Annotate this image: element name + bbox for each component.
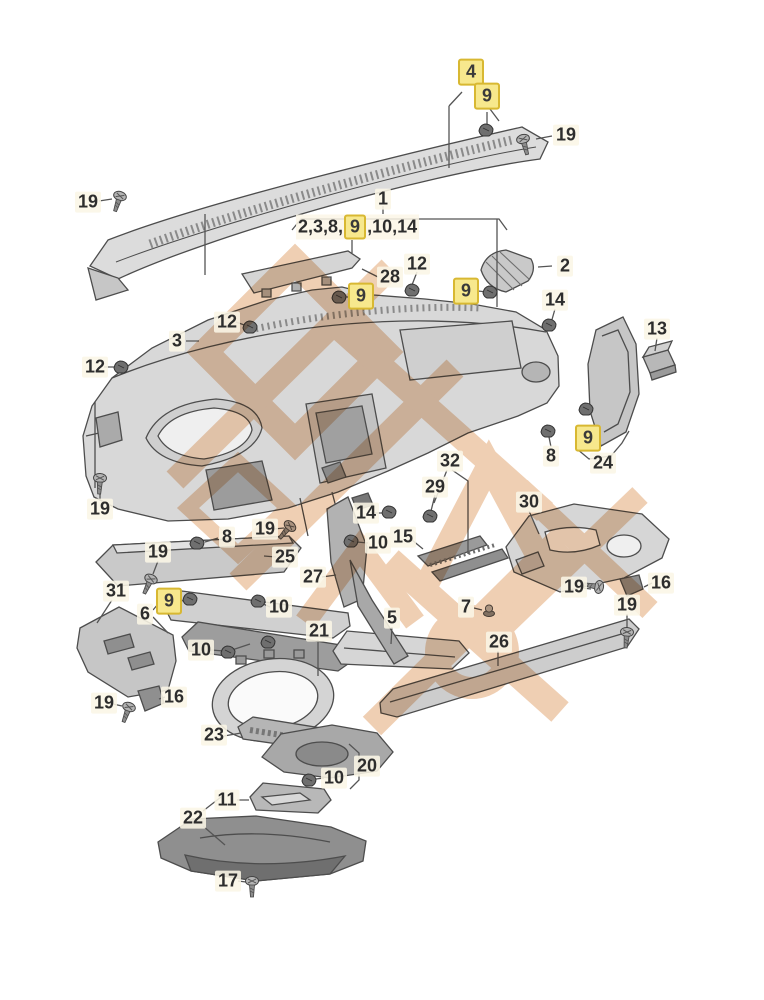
part-callout[interactable]: 19 <box>552 124 580 146</box>
part-callout[interactable]: 15 <box>389 526 417 548</box>
assembly-group-callout[interactable]: 1 <box>374 188 392 210</box>
part-callout[interactable]: 19 <box>74 191 102 213</box>
clip-glyph <box>189 536 205 550</box>
part-callout[interactable]: 31 <box>102 580 130 602</box>
part-callout[interactable]: 30 <box>515 491 543 513</box>
clip-glyph <box>540 424 556 438</box>
column-tray-part <box>249 782 332 814</box>
part-callout[interactable]: 26 <box>485 631 513 653</box>
part-callout[interactable]: 12 <box>81 356 109 378</box>
part-callout[interactable]: 5 <box>383 607 401 629</box>
clip-glyph <box>482 285 498 299</box>
clip-glyph <box>301 773 317 787</box>
part-callout[interactable]: 11 <box>214 789 240 811</box>
right-pillar-trim-part <box>587 316 640 447</box>
part-callout[interactable]: 19 <box>560 576 588 598</box>
part-callout[interactable]: 21 <box>305 620 333 642</box>
assembly-members-label[interactable]: 2,3,8, 9 ,10,14 <box>296 214 420 240</box>
part-callout[interactable]: 23 <box>200 724 228 746</box>
part-callout[interactable]: 29 <box>421 476 449 498</box>
part-callout[interactable]: 19 <box>90 692 118 714</box>
part-callout[interactable]: 28 <box>376 266 404 288</box>
part-callout[interactable]: 10 <box>187 639 215 661</box>
bezel-tabs <box>235 649 305 665</box>
part-callout[interactable]: 19 <box>613 594 641 616</box>
part-callout[interactable]: 32 <box>436 450 464 472</box>
clip-glyph <box>113 360 129 374</box>
part-callout-highlighted[interactable]: 9 <box>574 424 602 452</box>
part-callout[interactable]: 10 <box>364 532 392 554</box>
part-callout[interactable]: 16 <box>647 572 675 594</box>
part-callout[interactable]: 2 <box>556 255 574 277</box>
part-callout[interactable]: 10 <box>320 767 348 789</box>
cluster-bezel-part <box>211 657 335 743</box>
screw-glyph <box>116 700 138 725</box>
part-callout[interactable]: 16 <box>160 686 188 708</box>
part-callout-highlighted[interactable]: 4 <box>457 58 485 86</box>
clip-glyph <box>182 592 198 606</box>
part-callout[interactable]: 25 <box>271 546 299 568</box>
part-callout-highlighted[interactable]: 9 <box>473 82 501 110</box>
screw-glyph <box>108 189 129 214</box>
part-callout-highlighted[interactable]: 9 <box>344 214 367 240</box>
part-callout[interactable]: 19 <box>144 541 172 563</box>
bracket-part <box>641 340 677 381</box>
part-callout[interactable]: 10 <box>265 596 293 618</box>
part-callout[interactable]: 7 <box>457 596 475 618</box>
part-callout[interactable]: 6 <box>136 603 154 625</box>
clip-glyph <box>250 594 266 608</box>
part-callout[interactable]: 22 <box>179 807 207 829</box>
part-callout[interactable]: 3 <box>168 330 186 352</box>
part-callout[interactable]: 17 <box>214 870 242 892</box>
part-callout[interactable]: 8 <box>542 445 560 467</box>
part-callout[interactable]: 19 <box>251 518 279 540</box>
part-callout[interactable]: 8 <box>218 526 236 548</box>
part-callout[interactable]: 24 <box>589 452 617 474</box>
part-callout-highlighted[interactable]: 9 <box>452 277 480 305</box>
screw-glyph <box>245 876 259 898</box>
clip-glyph <box>260 635 276 649</box>
clip-glyph <box>220 645 236 659</box>
clip-glyph <box>404 283 420 297</box>
part-callout[interactable]: 13 <box>643 318 671 340</box>
part-callout[interactable]: 27 <box>299 566 327 588</box>
clip-glyph <box>381 505 397 519</box>
part-callout-highlighted[interactable]: 9 <box>155 587 183 615</box>
assembly-members-prefix: 2,3,8, <box>298 216 344 237</box>
part-callout[interactable]: 12 <box>403 253 431 275</box>
part-callout[interactable]: 14 <box>352 502 380 524</box>
clip-glyph <box>541 318 557 332</box>
part-callout[interactable]: 19 <box>86 498 114 520</box>
part-callout-highlighted[interactable]: 9 <box>347 282 375 310</box>
part-callout[interactable]: 12 <box>213 311 241 333</box>
part-callout[interactable]: 20 <box>353 755 381 777</box>
clip-glyph <box>422 509 438 523</box>
part-callout[interactable]: 14 <box>541 289 569 311</box>
driver-lower-panel-part <box>76 606 177 698</box>
clip-glyph <box>578 402 594 416</box>
assembly-members-suffix: ,10,14 <box>367 216 418 237</box>
clip-glyph <box>478 123 494 137</box>
